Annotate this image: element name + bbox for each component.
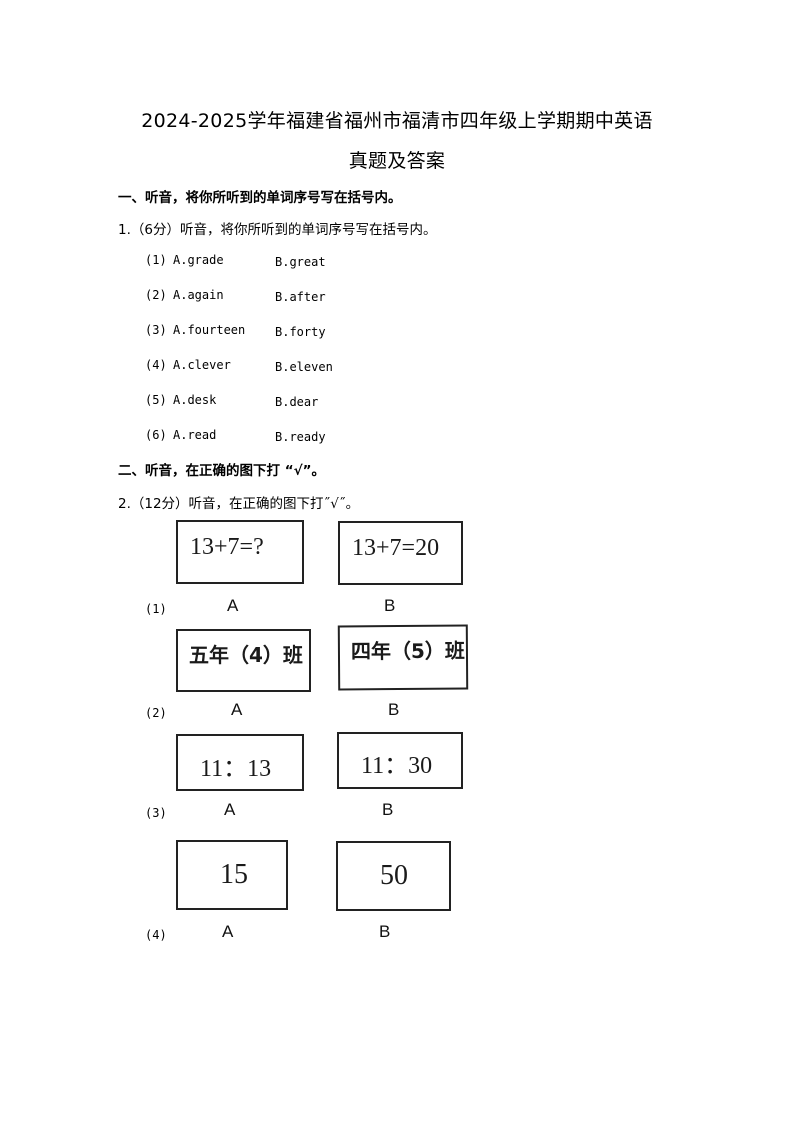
option-a: A.fourteen bbox=[173, 323, 246, 337]
label-a: A bbox=[222, 922, 234, 941]
picture-text: 11：13 bbox=[200, 756, 272, 782]
label-b: B bbox=[384, 596, 396, 615]
option-number: (3) bbox=[145, 323, 167, 337]
label-a: A bbox=[231, 700, 243, 719]
picture-text: 13+7=? bbox=[190, 534, 264, 560]
option-a: A.clever bbox=[173, 358, 231, 372]
question2-text: 2.（12分）听音，在正确的图下打˝√˝。 bbox=[118, 496, 360, 512]
item-number: (4) bbox=[145, 928, 167, 942]
label-a: A bbox=[224, 800, 236, 819]
section1-heading: 一、听音，将你所听到的单词序号写在括号内。 bbox=[118, 190, 402, 206]
document-title-line1: 2024-2025学年福建省福州市福清市四年级上学期期中英语 bbox=[141, 110, 653, 132]
picture-text: 四年（5）班 bbox=[350, 638, 465, 664]
option-a: A.again bbox=[173, 288, 224, 302]
option-number: (5) bbox=[145, 393, 167, 407]
section2-heading: 二、听音，在正确的图下打 “√”。 bbox=[118, 463, 325, 479]
question1-text: 1.（6分）听音，将你所听到的单词序号写在括号内。 bbox=[118, 222, 437, 238]
item-number: (3) bbox=[145, 806, 167, 820]
picture-box-b: 13+7=20 bbox=[338, 521, 463, 585]
option-b: B.great bbox=[275, 255, 326, 269]
option-number: (4) bbox=[145, 358, 167, 372]
option-b: B.eleven bbox=[275, 360, 333, 374]
picture-box-a: 15 bbox=[176, 840, 288, 910]
picture-text: 13+7=20 bbox=[352, 535, 440, 561]
picture-text: 五年（4）班 bbox=[189, 643, 303, 667]
label-b: B bbox=[388, 700, 400, 719]
picture-text: 15 bbox=[220, 859, 248, 890]
option-number: (2) bbox=[145, 288, 167, 302]
picture-box-a: 五年（4）班 bbox=[176, 629, 311, 692]
option-b: B.after bbox=[275, 290, 326, 304]
label-b: B bbox=[379, 922, 391, 941]
option-b: B.ready bbox=[275, 430, 326, 444]
picture-box-b: 11：30 bbox=[337, 732, 463, 789]
option-a: A.grade bbox=[173, 253, 224, 267]
option-b: B.forty bbox=[275, 325, 326, 339]
option-number: (6) bbox=[145, 428, 167, 442]
option-a: A.desk bbox=[173, 393, 217, 407]
option-number: (1) bbox=[145, 253, 167, 267]
option-b: B.dear bbox=[275, 395, 319, 409]
picture-text: 50 bbox=[380, 860, 408, 891]
picture-box-a: 11：13 bbox=[176, 734, 304, 791]
picture-text: 11：30 bbox=[361, 753, 433, 779]
item-number: (2) bbox=[145, 706, 167, 720]
label-a: A bbox=[227, 596, 239, 615]
label-b: B bbox=[382, 800, 394, 819]
option-a: A.read bbox=[173, 428, 217, 442]
picture-box-b: 四年（5）班 bbox=[337, 624, 469, 691]
item-number: (1) bbox=[145, 602, 167, 616]
picture-box-b: 50 bbox=[336, 841, 451, 911]
picture-box-a: 13+7=? bbox=[176, 520, 304, 584]
document-title-line2: 真题及答案 bbox=[348, 150, 446, 172]
